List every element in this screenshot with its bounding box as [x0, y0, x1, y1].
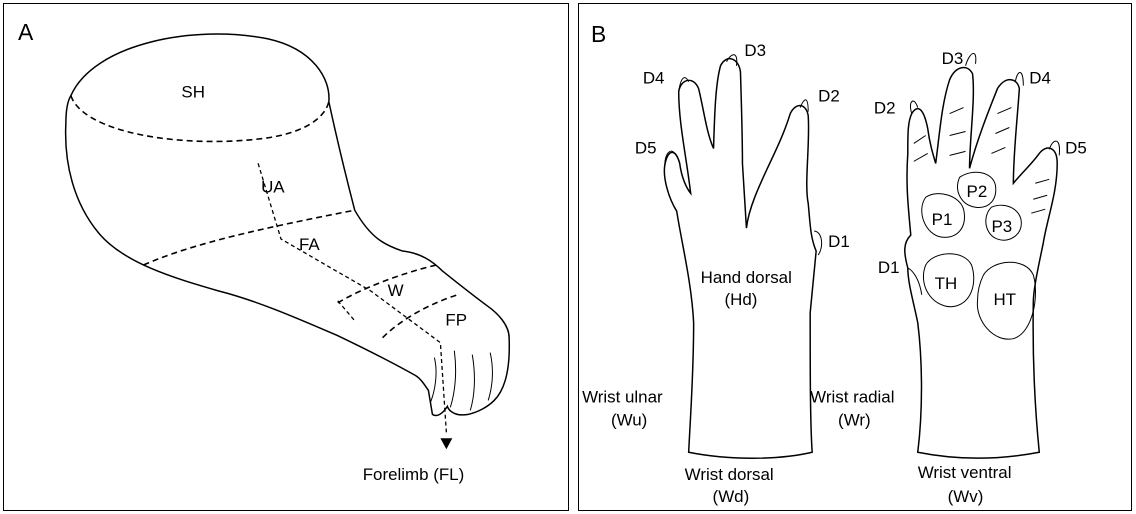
upper-arm-boundary — [144, 210, 355, 265]
ventral-d4-label: D4 — [1029, 69, 1051, 88]
region-fa-label: FA — [299, 235, 320, 254]
hand-diagrams: B D3 D4 D2 D5 D1 Hand dorsal (Hd) Wrist … — [579, 4, 1131, 510]
region-ua-label: UA — [261, 177, 285, 196]
ventral-claw-d2 — [910, 101, 917, 113]
ventral-claw-d3 — [966, 53, 976, 65]
wrist-dorsal-label: Wrist dorsal — [685, 465, 774, 484]
pad-th-label: TH — [935, 274, 958, 293]
ventral-d3-label: D3 — [942, 49, 964, 68]
wrist-radial-label: Wrist radial — [810, 387, 894, 406]
pad-p2-label: P2 — [967, 182, 988, 201]
ventral-d2-label: D2 — [874, 99, 896, 118]
digit-line-3 — [470, 355, 474, 411]
ventral-d1-label: D1 — [878, 258, 900, 277]
wrist-ulnar-label: Wrist ulnar — [582, 387, 663, 406]
panel-label-b: B — [591, 21, 606, 47]
dorsal-claw-d4 — [679, 78, 689, 92]
forelimb-lateral-diagram: A SH UA FA W FP Forelimb (FL) — [4, 4, 568, 510]
dorsal-hand-outline — [664, 59, 816, 459]
dorsal-d5-label: D5 — [635, 138, 657, 157]
region-w-label: W — [388, 281, 404, 300]
panel-label-a: A — [18, 19, 34, 45]
wrist-ventral-abbr: (Wv) — [948, 487, 984, 506]
ventral-creases-d4 — [991, 108, 1011, 154]
dorsal-d2-label: D2 — [818, 87, 840, 106]
dorsal-thumb-bump — [814, 231, 821, 255]
region-sh-label: SH — [181, 83, 205, 102]
palm-dashed-line — [338, 301, 355, 321]
panel-a: A SH UA FA W FP Forelimb (FL) — [3, 3, 569, 511]
pad-p1-label: P1 — [932, 210, 953, 229]
ventral-creases-d3 — [950, 108, 966, 156]
panel-b: B D3 D4 D2 D5 D1 Hand dorsal (Hd) Wrist … — [578, 3, 1132, 511]
wrist-dorsal-abbr: (Wd) — [713, 487, 750, 506]
ventral-creases-d5 — [1031, 179, 1049, 213]
dorsal-d3-label: D3 — [744, 41, 766, 60]
pad-ht-label: HT — [993, 290, 1016, 309]
forelimb-arrow-head — [440, 438, 452, 449]
ventral-claw-d4 — [1015, 72, 1023, 85]
wrist-radial-abbr: (Wr) — [838, 410, 871, 429]
digit-line-4 — [488, 353, 492, 401]
forelimb-outline — [66, 34, 510, 415]
ventral-d5-label: D5 — [1065, 138, 1087, 157]
hand-dorsal-abbr: (Hd) — [725, 290, 758, 309]
shoulder-boundary — [71, 96, 329, 142]
digit-line-1 — [430, 358, 436, 403]
dorsal-d4-label: D4 — [643, 69, 665, 88]
inner-dashed-line — [258, 163, 446, 432]
digit-line-2 — [450, 351, 455, 408]
wrist-ulnar-abbr: (Wu) — [611, 410, 647, 429]
forelimb-label: Forelimb (FL) — [363, 465, 465, 484]
hand-dorsal-label: Hand dorsal — [701, 268, 792, 287]
wrist-ventral-label: Wrist ventral — [918, 463, 1012, 482]
pad-p3-label: P3 — [991, 217, 1012, 236]
region-fp-label: FP — [445, 311, 467, 330]
dorsal-d1-label: D1 — [828, 232, 850, 251]
ventral-creases-d2 — [914, 135, 928, 161]
